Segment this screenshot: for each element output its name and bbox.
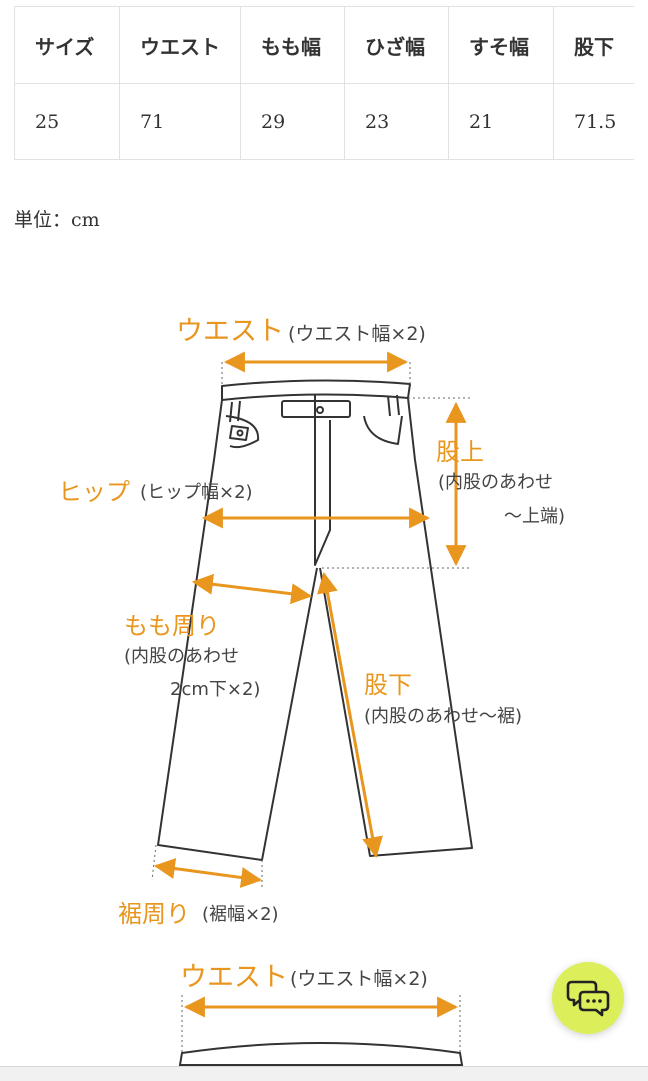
hem-sub-label: (裾幅×2) bbox=[202, 904, 279, 925]
header-knee-width: ひざ幅 bbox=[345, 7, 449, 84]
browser-bottom-bar bbox=[0, 1066, 648, 1081]
rise-label: 股上 bbox=[436, 438, 484, 466]
inseam-sub-label: (内股のあわせ〜裾) bbox=[364, 706, 522, 727]
waist-sub-label-2: (ウエスト幅×2) bbox=[290, 968, 428, 990]
thigh-sub-label-1: (内股のあわせ bbox=[124, 646, 239, 667]
rise-sub-label-1: (内股のあわせ bbox=[438, 472, 553, 493]
header-hem-width: すそ幅 bbox=[449, 7, 554, 84]
unit-note: 単位：cm bbox=[14, 205, 100, 232]
thigh-arrow bbox=[194, 582, 310, 596]
cell-size: 25 bbox=[15, 84, 120, 160]
waistband-illustration bbox=[180, 1043, 462, 1065]
cell-knee-width: 23 bbox=[345, 84, 449, 160]
header-size: サイズ bbox=[15, 7, 120, 84]
table-row: 25 71 29 23 21 71.5 bbox=[15, 84, 648, 160]
pants-measurement-diagram: ウエスト (ウエスト幅×2) 股上 (内股のあわせ 〜上端) ヒップ (ヒップ幅… bbox=[0, 300, 648, 940]
header-thigh-width: もも幅 bbox=[241, 7, 345, 84]
hem-label: 裾周り bbox=[118, 900, 190, 928]
pants-top-view-diagram: ウエスト (ウエスト幅×2) bbox=[0, 955, 648, 1066]
rise-sub-label-2: 〜上端) bbox=[504, 506, 565, 527]
waist-sub-label: (ウエスト幅×2) bbox=[288, 323, 426, 345]
table-scroll-edge bbox=[634, 0, 648, 170]
cell-thigh-width: 29 bbox=[241, 84, 345, 160]
table-header-row: サイズ ウエスト もも幅 ひざ幅 すそ幅 股下 bbox=[15, 7, 648, 84]
header-waist: ウエスト bbox=[120, 7, 241, 84]
hip-sub-label: (ヒップ幅×2) bbox=[140, 482, 253, 503]
chat-button[interactable] bbox=[552, 962, 624, 1034]
cell-waist: 71 bbox=[120, 84, 241, 160]
cell-hem-width: 21 bbox=[449, 84, 554, 160]
thigh-label: もも周り bbox=[124, 612, 220, 640]
waist-label: ウエスト bbox=[176, 316, 284, 347]
size-table: サイズ ウエスト もも幅 ひざ幅 すそ幅 股下 25 71 29 23 21 7… bbox=[14, 6, 648, 160]
hem-arrow bbox=[156, 866, 260, 880]
chat-bubbles-icon bbox=[566, 978, 610, 1018]
inseam-label: 股下 bbox=[364, 671, 412, 699]
waist-label-2: ウエスト bbox=[180, 962, 288, 993]
thigh-sub-label-2: 2cm下×2) bbox=[170, 679, 260, 700]
hip-label: ヒップ bbox=[58, 478, 130, 506]
